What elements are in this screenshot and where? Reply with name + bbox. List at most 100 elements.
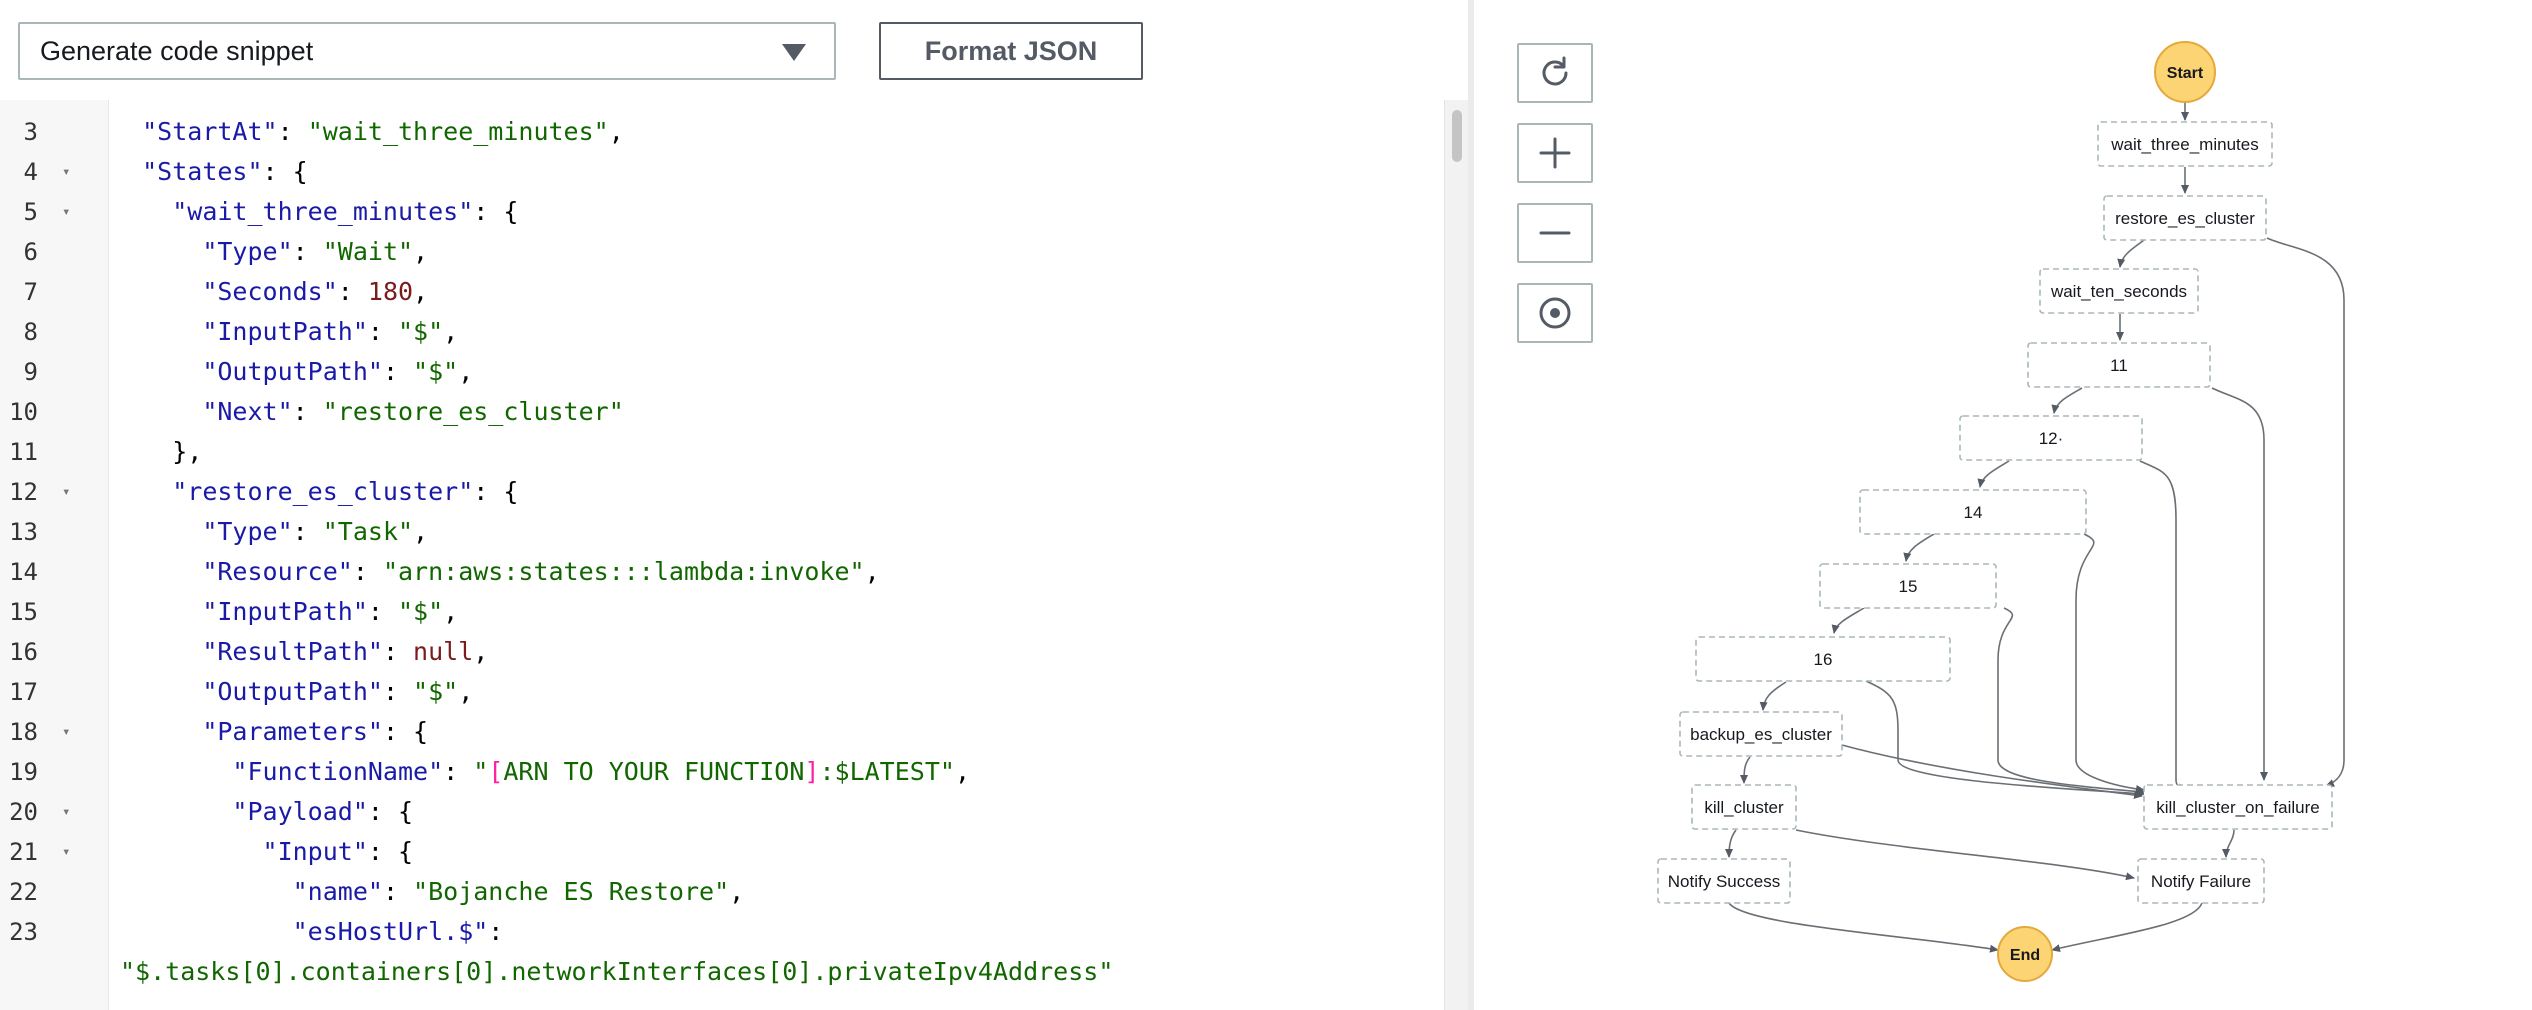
state-machine-graph[interactable]: Start wait_three_minutes restore_es_clus… [1474,0,2532,1010]
graph-node-label: wait_ten_seconds [2050,282,2187,301]
graph-node-restore-es-cluster[interactable]: restore_es_cluster [2103,195,2267,241]
code-line[interactable]: 13 "Type": "Task", [0,512,1444,552]
graph-node-start[interactable]: Start [2154,41,2216,103]
code-line[interactable]: 9 "OutputPath": "$", [0,352,1444,392]
code-token [112,757,232,786]
code-line[interactable]: 7 "Seconds": 180, [0,272,1444,312]
code-text: "FunctionName": "[ARN TO YOUR FUNCTION]:… [112,752,970,792]
refresh-icon [1542,56,1568,86]
edge-restore-failure [2266,237,2345,787]
edge-kill-notifysuccess [1725,829,1737,858]
code-token: "Type" [202,237,293,266]
generate-code-snippet-dropdown[interactable]: Generate code snippet [18,22,836,80]
code-line[interactable]: 8 "InputPath": "$", [0,312,1444,352]
code-token: ] [804,757,820,786]
center-graph-button[interactable] [1517,283,1593,343]
code-token [112,397,202,426]
code-line[interactable]: 5▾ "wait_three_minutes": { [0,192,1444,232]
zoom-out-icon [1539,231,1571,235]
code-line[interactable]: 15 "InputPath": "$", [0,592,1444,632]
graph-node-notify-success[interactable]: Notify Success [1657,858,1791,904]
code-line[interactable]: "$.tasks[0].containers[0].networkInterfa… [0,952,1444,992]
code-editor[interactable]: 3 "StartAt": "wait_three_minutes",4▾ "St… [0,100,1444,1010]
fold-toggle-icon[interactable]: ▾ [62,804,71,820]
graph-node-16[interactable]: 16 [1695,636,1951,682]
graph-node-label: 16 [1814,650,1833,669]
code-token [112,837,263,866]
format-json-button[interactable]: Format JSON [879,22,1143,80]
line-number: 14 [9,558,38,586]
code-token: ARN TO YOUR FUNCTION [503,757,805,786]
panel-divider[interactable] [1468,0,1474,1010]
zoom-in-button[interactable] [1517,123,1593,183]
code-line[interactable]: 21▾ "Input": { [0,832,1444,872]
code-line[interactable]: 17 "OutputPath": "$", [0,672,1444,712]
code-line[interactable]: 6 "Type": "Wait", [0,232,1444,272]
code-line[interactable]: 19 "FunctionName": "[ARN TO YOUR FUNCTIO… [0,752,1444,792]
code-token: : { [473,197,519,226]
graph-node-11[interactable]: 11 [2027,342,2211,388]
code-line[interactable]: 22 "name": "Bojanche ES Restore", [0,872,1444,912]
code-token [112,197,172,226]
code-token: , [413,277,429,306]
code-token: "name" [292,877,383,906]
graph-node-12[interactable]: 12· [1959,415,2143,461]
graph-node-label: kill_cluster [1704,798,1784,817]
code-token: , [443,597,459,626]
graph-node-wait-three-minutes[interactable]: wait_three_minutes [2097,121,2273,167]
code-line[interactable]: 14 "Resource": "arn:aws:states:::lambda:… [0,552,1444,592]
code-token: "restore_es_cluster" [322,397,624,426]
fold-toggle-icon[interactable]: ▾ [62,484,71,500]
fold-toggle-icon[interactable]: ▾ [62,844,71,860]
line-number: 3 [23,118,38,146]
center-icon [1539,297,1571,329]
fold-toggle-icon[interactable]: ▾ [62,724,71,740]
graph-node-end[interactable]: End [1997,926,2053,982]
code-line[interactable]: 11 }, [0,432,1444,472]
fold-toggle-icon[interactable]: ▾ [62,204,71,220]
code-text: "Parameters": { [112,712,428,752]
editor-panel: Generate code snippet Format JSON 3 "Sta… [0,22,1444,1010]
graph-node-label: kill_cluster_on_failure [2156,798,2319,817]
code-token [112,597,202,626]
code-token: "InputPath" [202,317,368,346]
code-line[interactable]: 10 "Next": "restore_es_cluster" [0,392,1444,432]
graph-panel: Start wait_three_minutes restore_es_clus… [1474,0,2532,1010]
code-token: "Input" [262,837,368,866]
code-text: "States": { [112,152,308,192]
code-line[interactable]: 3 "StartAt": "wait_three_minutes", [0,112,1444,152]
code-line[interactable]: 20▾ "Payload": { [0,792,1444,832]
refresh-button[interactable] [1517,43,1593,103]
code-token: "Bojanche ES Restore" [413,877,730,906]
code-content[interactable]: 3 "StartAt": "wait_three_minutes",4▾ "St… [0,100,1444,1010]
code-text: "Seconds": 180, [112,272,428,312]
line-number: 18 [9,718,38,746]
graph-node-kill-cluster[interactable]: kill_cluster [1691,784,1797,830]
code-line[interactable]: 16 "ResultPath": null, [0,632,1444,672]
code-token: " [473,757,489,786]
line-number: 20 [9,798,38,826]
graph-node-14[interactable]: 14 [1859,489,2087,535]
fold-toggle-icon[interactable]: ▾ [62,164,71,180]
graph-node-kill-cluster-on-failure[interactable]: kill_cluster_on_failure [2143,784,2333,830]
graph-node-wait-ten-seconds[interactable]: wait_ten_seconds [2039,268,2199,314]
editor-scrollbar[interactable] [1444,100,1469,1010]
code-token: : [488,917,504,946]
graph-node-backup-es-cluster[interactable]: backup_es_cluster [1679,711,1843,757]
code-token: [ [488,757,504,786]
graph-node-notify-failure[interactable]: Notify Failure [2137,858,2265,904]
code-line[interactable]: 18 ▾ "Parameters": { [0,712,1444,752]
code-token: "Task" [322,517,414,546]
code-line[interactable]: 12▾ "restore_es_cluster": { [0,472,1444,512]
code-token: "wait_three_minutes" [307,117,609,146]
scrollbar-thumb[interactable] [1452,110,1462,162]
code-line[interactable]: 4▾ "States": { [0,152,1444,192]
code-line[interactable]: 23 "esHostUrl.$": [0,912,1444,952]
zoom-out-button[interactable] [1517,203,1593,263]
code-text: "StartAt": "wait_three_minutes", [112,112,624,152]
code-token: , [608,117,624,146]
code-token: "$" [398,317,444,346]
code-token [112,157,142,186]
graph-node-15[interactable]: 15 [1819,563,1997,609]
line-number: 11 [9,438,38,466]
